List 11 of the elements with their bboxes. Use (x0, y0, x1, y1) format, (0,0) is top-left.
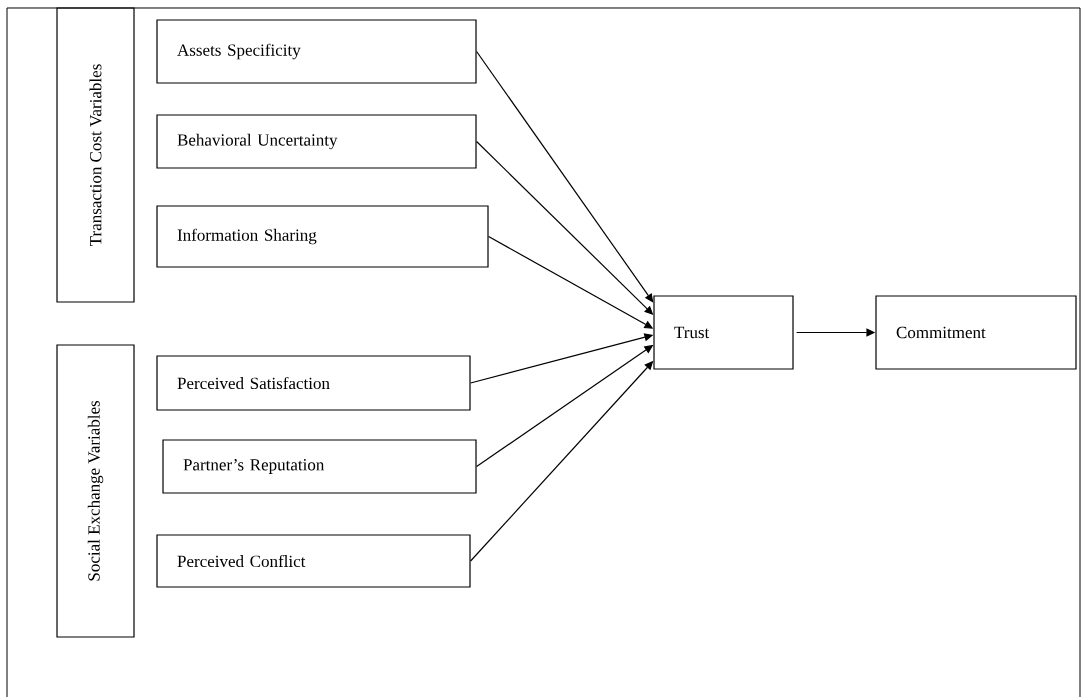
variable-box: Partner’s Reputation (162, 439, 477, 494)
variable-box: Trust (653, 295, 794, 370)
variable-box: Perceived Satisfaction (156, 355, 471, 411)
variable-box: Commitment (875, 295, 1077, 370)
variable-box: Information Sharing (156, 205, 489, 268)
arrow (476, 50, 654, 303)
group-label-box: Social Exchange Variables (56, 344, 135, 638)
group-label-box: Transaction Cost Variables (56, 7, 135, 303)
variable-box: Perceived Conflict (156, 534, 471, 588)
variable-box: Assets Specificity (156, 19, 477, 84)
variable-box: Behavioral Uncertainty (156, 114, 477, 169)
